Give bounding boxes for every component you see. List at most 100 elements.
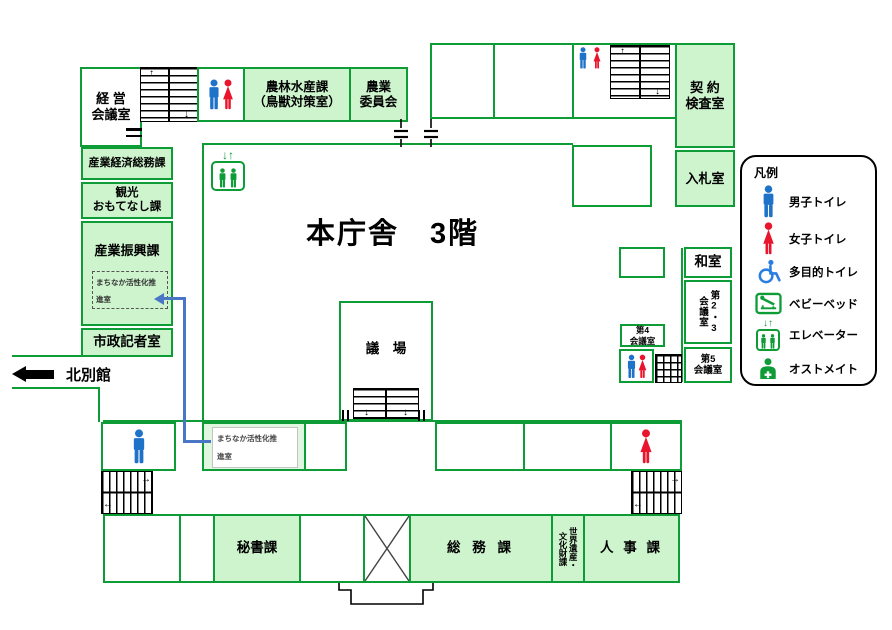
room-label: 契 約 検査室	[685, 79, 725, 111]
room-label: 市政記者室	[93, 334, 161, 350]
route-arrow-head	[154, 293, 164, 305]
stair-arrow: ↓	[364, 407, 369, 418]
room-dai23-kaigishitsu: 第2・3 会議室	[684, 280, 732, 344]
room-label: まちなか活性化推 進室	[217, 434, 277, 461]
room-dai5-kaigishitsu: 第5 会議室	[684, 347, 732, 383]
room-washitsu: 和室	[684, 247, 732, 278]
room-unlabeled	[523, 422, 612, 471]
female-toilet-icon	[223, 79, 233, 110]
room-gijo: 議 場 ↓ ↓	[339, 301, 433, 421]
wall-segment	[12, 387, 100, 389]
room-keiei-kaigishitsu: 経 営 会議室	[80, 67, 142, 147]
elevator-person-icon	[219, 168, 226, 188]
ostomate-icon	[754, 358, 782, 380]
north-annex-label: 北別館	[66, 367, 112, 384]
legend-item: ↓↑ エレベーター	[754, 319, 865, 351]
room-stair-hall: ↑ ↓	[572, 43, 677, 119]
accessible-toilet-icon	[754, 259, 782, 284]
room-unlabeled	[572, 145, 652, 207]
legend-item: オストメイト	[754, 358, 865, 380]
entrance-canopy	[338, 583, 434, 605]
wall-segment	[103, 420, 682, 422]
room-label: 和室	[694, 254, 722, 270]
legend-title: 凡例	[754, 166, 779, 180]
male-toilet-icon	[579, 47, 587, 69]
door-symbol	[418, 410, 425, 421]
stair-arrow: →	[670, 474, 680, 485]
female-toilet-icon	[638, 354, 646, 378]
stairs-bottom-right: → ←	[631, 471, 682, 514]
room-label: 産業振興課	[94, 243, 160, 258]
legend-item: 女子トイレ	[754, 222, 865, 255]
stair-arrow: ↑	[620, 46, 625, 57]
legend-box: 凡例 男子トイレ 女子トイレ 多目的トイレ	[740, 155, 877, 386]
room-label: 第2・3 会議室	[697, 289, 720, 335]
room-unlabeled	[299, 514, 365, 583]
room-unlabeled	[619, 247, 665, 278]
legend-label: 多目的トイレ	[789, 266, 858, 279]
room-label: 産業経済総務課	[88, 156, 166, 169]
room-jinjika: 人 事 課	[583, 514, 680, 583]
door-symbol	[342, 410, 349, 421]
legend-item: 男子トイレ	[754, 185, 865, 218]
wall-segment	[202, 143, 573, 145]
room-label: 経 営 会議室	[91, 91, 131, 122]
male-toilet-room	[101, 422, 176, 471]
male-toilet-icon	[627, 354, 635, 378]
room-label: 農林水産課 （鳥獣対策室）	[253, 79, 341, 109]
north-annex-arrow-icon	[25, 370, 54, 379]
elevator-icon: ↓↑	[754, 319, 782, 351]
room-label: 世界遺産・ 文化財課	[558, 527, 579, 570]
room-label: まちなか活性化推 進室	[96, 278, 156, 305]
room-machinaka-dashed: まちなか活性化推 進室	[92, 271, 168, 309]
route-line	[163, 297, 185, 300]
female-toilet-icon	[754, 222, 782, 255]
toilet-room-east	[619, 349, 654, 383]
stair-arrow: ↓	[184, 109, 189, 120]
room-x	[363, 514, 411, 583]
wall-segment	[12, 355, 88, 357]
toilet-icons	[578, 47, 602, 74]
wall-segment	[681, 248, 683, 382]
wall-segment	[202, 143, 204, 422]
baby-bed-icon	[754, 292, 782, 315]
female-toilet-room	[610, 422, 682, 471]
room-label: 農業 委員会	[359, 79, 398, 109]
stairs-top-right: ↑ ↓	[610, 45, 670, 99]
floor-title: 本庁舎 3階	[306, 218, 480, 250]
route-line	[183, 297, 186, 443]
room-sekaiisan-bunkazaika: 世界遺産・ 文化財課	[551, 514, 585, 583]
wall-segment	[98, 387, 100, 422]
room-dai4-kaigishitsu: 第4 会議室	[620, 324, 665, 347]
room-norin-suisan: 農林水産課 （鳥獣対策室）	[243, 67, 351, 122]
stair-arrow: ↓	[403, 407, 408, 418]
room-shisei-kishashitsu: 市政記者室	[81, 328, 173, 357]
door-symbol	[394, 119, 408, 147]
room-sangyo-keizai-somuka: 産業経済総務課	[81, 147, 173, 180]
room-label: 議 場	[365, 341, 407, 356]
route-line	[183, 440, 211, 443]
legend-item: ベビーベッド	[754, 292, 865, 315]
legend-label: 男子トイレ	[789, 196, 847, 209]
room-unlabeled	[179, 514, 215, 583]
room-label: 入札室	[685, 170, 725, 186]
elevator-person-icon	[230, 168, 237, 188]
elevator-icon: ↓↑	[210, 149, 246, 191]
machinaka-label-box: まちなか活性化推 進室	[212, 427, 298, 468]
room-label: 第4 会議室	[629, 325, 656, 346]
female-toilet-icon	[593, 47, 601, 69]
legend-label: オストメイト	[789, 364, 858, 376]
x-mark	[365, 516, 409, 581]
legend-item: 多目的トイレ	[754, 259, 865, 284]
male-toilet-icon	[754, 185, 782, 218]
room-label: 秘書課	[236, 540, 278, 556]
stair-arrow: ↓	[655, 86, 660, 97]
female-toilet-icon	[640, 429, 652, 464]
north-annex-arrow-icon	[12, 366, 26, 382]
room-label: 総 務 課	[446, 540, 515, 556]
male-toilet-icon	[209, 79, 219, 110]
room-label: 観光 おもてなし課	[92, 186, 162, 213]
stairs-top-left: ↑ ↓	[140, 67, 198, 122]
room-somuka: 総 務 課	[409, 514, 553, 583]
room-label: 人 事 課	[599, 540, 663, 556]
